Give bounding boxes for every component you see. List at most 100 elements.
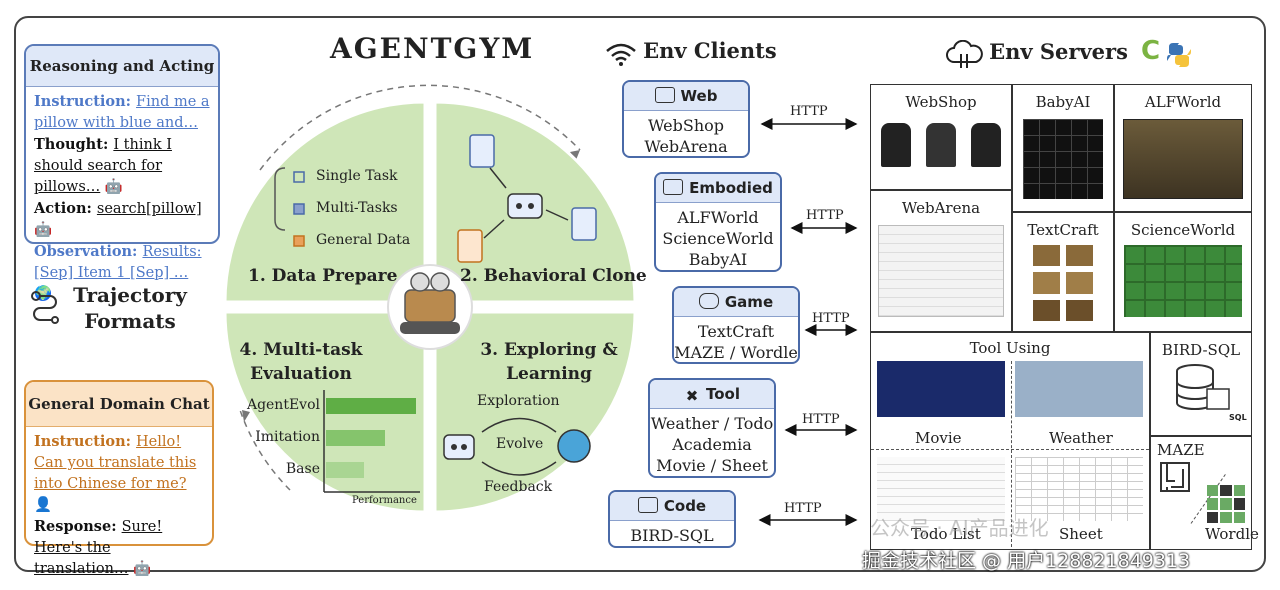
gd-response-text: Sure! Here's the translation… (34, 519, 163, 577)
client-tool-line3: Movie / Sheet (656, 456, 768, 475)
sql-badge: SQL (1229, 413, 1247, 422)
server-birdsql: BIRD-SQL SQL (1150, 332, 1252, 436)
client-embodied: Embodied ALFWorld ScienceWorld BabyAI (654, 172, 782, 272)
reasoning-acting-body: Instruction: Find me a pillow with blue … (26, 87, 218, 309)
browser-icon (654, 87, 675, 103)
ra-action: Action: search[pillow] 🤖 (34, 200, 202, 238)
ra-observation-text: Results: [Sep] Item 1 [Sep] … (34, 244, 202, 281)
q1-item-general: General Data (316, 232, 411, 248)
env-servers-header: Env Servers C (944, 36, 1193, 70)
robot-icon: 🤖 (133, 561, 152, 577)
textcraft-blocks-image (1033, 245, 1093, 321)
python-icon (1167, 42, 1192, 67)
reasoning-acting-box: Reasoning and Acting Instruction: Find m… (24, 44, 220, 302)
scienceworld-map-image (1124, 245, 1242, 317)
client-embodied-line1: ALFWorld (677, 208, 759, 227)
webarena-screenshot-image (878, 225, 1004, 317)
q4-axis-label: Performance (352, 495, 417, 506)
user-icon: 👤 (34, 497, 53, 513)
gd-instruction: Instruction: Hello! Can you translate th… (34, 433, 197, 513)
robot-icon: 🤖 (104, 179, 123, 195)
client-embodied-line3: BabyAI (688, 250, 748, 269)
q3-exploration: Exploration (477, 393, 560, 409)
client-tool-line2: Academia (672, 435, 752, 454)
client-game-line2: MAZE / Wordle (674, 343, 798, 362)
server-webshop: WebShop (870, 84, 1012, 190)
eval-bar-agentevol (326, 398, 416, 414)
reasoning-acting-title: Reasoning and Acting (26, 46, 218, 87)
eval-bar-label-agentevol: AgentEvol (246, 397, 320, 413)
gd-response: Response: Sure! Here's the translation… … (34, 518, 163, 577)
client-tool-line1: Weather / Todo (650, 414, 774, 433)
server-alfworld: ALFWorld (1114, 84, 1252, 212)
client-tool-head: ✖Tool (650, 380, 774, 409)
eval-bar-base (326, 462, 364, 478)
evaluation-bars (326, 398, 416, 478)
alfworld-scene-image (1123, 119, 1243, 199)
todo-screenshot-image (877, 457, 1005, 521)
general-domain-box: General Domain Chat Instruction: Hello! … (24, 380, 214, 577)
server-textcraft: TextCraft (1012, 212, 1114, 332)
http-label-embodied: HTTP (806, 208, 844, 223)
http-arrows (758, 118, 858, 526)
client-web-line2: WebArena (644, 137, 728, 156)
robot-icon (663, 179, 684, 195)
client-embodied-head: Embodied (656, 174, 780, 203)
wordle-grid-image (1207, 485, 1245, 523)
database-icon (1176, 364, 1230, 410)
q1-item-multi: Multi-Tasks (316, 200, 398, 216)
q1-item-single: Single Task (316, 168, 398, 184)
server-maze-label: MAZE (1157, 441, 1205, 459)
q1-title: 1. Data Prepare (248, 266, 398, 286)
trajectory-line2: Formats (84, 309, 176, 333)
wifi-icon (606, 43, 636, 66)
trajectory-line1: Trajectory (73, 283, 187, 307)
trajectory-formats: Trajectory Formats (30, 282, 200, 342)
ra-instruction: Instruction: Find me a pillow with blue … (34, 93, 210, 131)
client-game-head: Game (674, 288, 798, 317)
robot-icon: 🤖 (34, 222, 53, 238)
weather-screenshot-image (1015, 361, 1143, 417)
babyai-grid-image (1023, 119, 1103, 199)
server-wordle-label: Wordle (1205, 525, 1259, 543)
server-babyai: BabyAI (1012, 84, 1114, 212)
brand-title: AGENTGYM (330, 32, 535, 65)
q4-title: 4. Multi-task Evaluation (239, 340, 363, 384)
client-web-head: Web (624, 82, 748, 111)
q3-feedback: Feedback (484, 479, 553, 495)
http-label-tool: HTTP (802, 412, 840, 427)
client-web-line1: WebShop (648, 116, 724, 135)
watermark-line2: 掘金技术社区 @ 用户128821849313 (862, 550, 1191, 572)
general-domain-title: General Domain Chat (26, 382, 212, 427)
gamepad-icon (698, 293, 719, 309)
client-code: Code BIRD-SQL (608, 490, 736, 548)
tool-icon: ✖ (685, 387, 699, 405)
sheet-screenshot-image (1015, 457, 1143, 521)
ra-thought: Thought: I think I should search for pil… (34, 136, 172, 195)
q2-title: 2. Behavioral Clone (460, 266, 647, 286)
http-label-code: HTTP (784, 501, 822, 516)
server-sheet-label: Sheet (1059, 525, 1103, 543)
http-label-web: HTTP (790, 104, 828, 119)
eval-bar-label-imitation: Imitation (255, 429, 320, 445)
quadrant-circle (223, 84, 637, 514)
cloud-icon (946, 39, 983, 68)
client-code-head: Code (610, 492, 734, 521)
client-tool: ✖Tool Weather / Todo Academia Movie / Sh… (648, 378, 776, 478)
client-embodied-line2: ScienceWorld (662, 229, 774, 248)
watermark-line1: 公众号 · AI产品进化 (870, 516, 1049, 540)
client-game-line1: TextCraft (697, 322, 775, 341)
client-code-line1: BIRD-SQL (630, 526, 714, 545)
maze-icon (1160, 462, 1190, 492)
movie-screenshot-image (877, 361, 1005, 417)
server-scienceworld: ScienceWorld (1114, 212, 1252, 332)
env-servers-title: Env Servers (989, 39, 1128, 64)
server-todolist-label: Todo List (911, 525, 981, 543)
gd-instruction-text: Hello! Can you translate this into Chine… (34, 434, 197, 492)
q3-title: 3. Exploring & Learning (480, 340, 618, 384)
client-web: Web WebShop WebArena (622, 80, 750, 158)
eval-bar-imitation (326, 430, 385, 446)
eval-bar-label-base: Base (285, 461, 320, 477)
jackets-image (881, 123, 1001, 167)
server-weather-label: Weather (1049, 429, 1113, 447)
